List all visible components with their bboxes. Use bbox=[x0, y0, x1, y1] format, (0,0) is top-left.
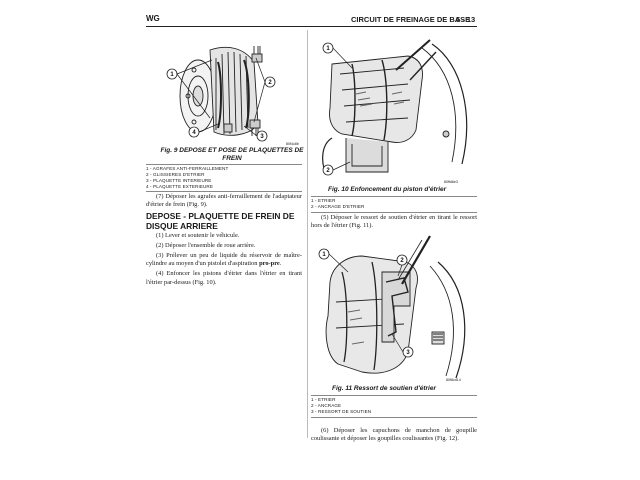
fig10-code: 80ffd6e3 bbox=[444, 180, 458, 184]
step-6: (6) Déposer les capuchons de manchon de … bbox=[311, 427, 477, 443]
procedure-steps: (1) Lever et soutenir le véhicule. (2) D… bbox=[146, 232, 302, 288]
fig11-illustration: 1 2 3 bbox=[318, 235, 466, 379]
fig10-callout-2: 2 bbox=[326, 168, 330, 174]
fig9-callout-1: 1 bbox=[170, 72, 174, 78]
fig10-legend-item: 2 - ANCRAGE D'ETRIER bbox=[311, 204, 365, 209]
header-rule bbox=[146, 26, 477, 27]
fig11-caption: Fig. 11 Ressort de soutien d'étrier bbox=[332, 385, 437, 392]
page-number: 5 - 13 bbox=[456, 15, 476, 24]
fig10-bottom-rule bbox=[311, 212, 477, 213]
section-code: WG bbox=[146, 14, 160, 23]
fig11-callout-3: 3 bbox=[406, 350, 410, 356]
fig9-legend-item: 2 - GLISSIERES D'ETRIER bbox=[146, 172, 205, 177]
step-3-text: (3) Prélever un peu de liquide du réserv… bbox=[146, 251, 302, 268]
fig11-legend-item: 2 - ANCRAGE bbox=[311, 403, 342, 408]
fig10-legend: 1 - ETRIER 2 - ANCRAGE D'ETRIER bbox=[311, 198, 364, 210]
fig11-caption-rule bbox=[311, 395, 477, 396]
fig9-legend-item: 1 - AGRAFES ANTI-FERRAILLEMENT bbox=[146, 166, 229, 171]
step-4: (4) Enfoncer les pistons d'étrier dans l… bbox=[146, 270, 302, 286]
fig9-caption: Fig. 9 DEPOSE ET POSE DE PLAQUETTES DE F… bbox=[160, 147, 304, 162]
fig9-caption-rule bbox=[146, 164, 302, 165]
fig9-illustration: 1 2 3 4 bbox=[166, 46, 276, 142]
step-3-emphasis: pro-pre bbox=[259, 260, 280, 268]
section-title: CIRCUIT DE FREINAGE DE BASE bbox=[351, 15, 471, 24]
fig9-legend: 1 - AGRAFES ANTI-FERRAILLEMENT 2 - GLISS… bbox=[146, 166, 228, 190]
fig11-legend-item: 3 - RESSORT DE SOUTIEN bbox=[311, 409, 372, 414]
fig10-illustration: 1 2 bbox=[322, 39, 468, 176]
fig11-callout-1: 1 bbox=[322, 252, 326, 258]
fig11-legend-item: 1 - ETRIER bbox=[311, 397, 336, 402]
fig9-legend-item: 3 - PLAQUETTE INTERIEURE bbox=[146, 178, 212, 183]
fig9-callout-3: 3 bbox=[260, 134, 264, 140]
fig10-callout-1: 1 bbox=[326, 46, 330, 52]
fig10-caption: Fig. 10 Enfoncement du piston d'étrier bbox=[328, 186, 447, 193]
step-5: (5) Déposer le ressort de soutien d'étri… bbox=[311, 214, 477, 230]
section-heading: DEPOSE - PLAQUETTE DE FREIN DE DISQUE AR… bbox=[146, 211, 295, 231]
fig9-code: 80f4c8b bbox=[286, 142, 299, 146]
step-1: (1) Lever et soutenir le véhicule. bbox=[156, 232, 240, 239]
fig11-callout-2: 2 bbox=[400, 258, 404, 264]
fig9-bottom-rule bbox=[146, 191, 302, 192]
fig11-bottom-rule bbox=[311, 417, 477, 418]
step-3-end: . bbox=[279, 260, 282, 268]
fig11-code: 80f8cd14 bbox=[446, 378, 461, 382]
fig9-callout-2: 2 bbox=[268, 80, 272, 86]
step-3: (3) Prélever un peu de liquide du réserv… bbox=[146, 252, 302, 269]
fig10-legend-item: 1 - ETRIER bbox=[311, 198, 336, 203]
fig10-caption-rule bbox=[311, 196, 477, 197]
column-divider bbox=[307, 30, 308, 438]
step-7: (7) Déposer les agrafes anti-ferrailleme… bbox=[146, 193, 302, 209]
fig9-legend-item: 4 - PLAQUETTE EXTERIEURE bbox=[146, 184, 213, 189]
step-2: (2) Déposer l'ensemble de roue arrière. bbox=[156, 241, 256, 249]
fig9-callout-4: 4 bbox=[192, 130, 196, 136]
fig11-legend: 1 - ETRIER 2 - ANCRAGE 3 - RESSORT DE SO… bbox=[311, 397, 371, 415]
